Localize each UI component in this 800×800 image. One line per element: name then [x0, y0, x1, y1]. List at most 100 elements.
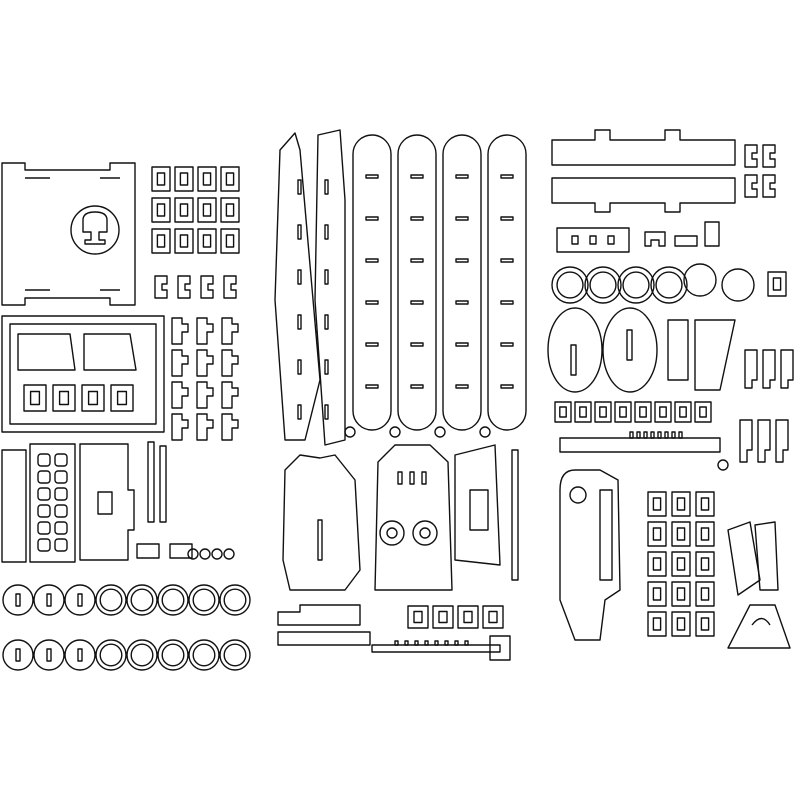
- track-slot: [500, 384, 514, 389]
- pin-bar: [159, 445, 167, 523]
- track-slot: [365, 300, 379, 305]
- axle-tooth: [404, 640, 409, 646]
- slot-tab-piece: [174, 197, 194, 223]
- slot-tab-piece: [647, 551, 667, 577]
- track-arm-left: [274, 132, 321, 441]
- arm-slot: [297, 224, 302, 240]
- disc-part: [33, 639, 65, 671]
- slot-tab-piece: [671, 521, 691, 547]
- slot-tab-piece: [52, 384, 76, 412]
- slot-hole: [463, 610, 473, 624]
- ring-inner-cut: [223, 643, 247, 667]
- slot-tab-piece: [457, 605, 479, 629]
- hinge-part: [221, 413, 239, 441]
- hinge-part: [775, 419, 789, 463]
- track-slot: [455, 300, 469, 305]
- rail-tooth: [650, 431, 655, 439]
- slot-tab-piece: [574, 401, 592, 423]
- disc-slot: [46, 593, 52, 607]
- plate-slot: [409, 471, 415, 485]
- disc-part: [2, 584, 34, 616]
- bracket-panel: [79, 443, 135, 561]
- turret-arm: [559, 469, 621, 641]
- track-slot: [500, 174, 514, 179]
- slot-tab-piece: [220, 228, 240, 254]
- hinge-part: [196, 317, 214, 345]
- ring-part: [157, 584, 189, 616]
- slot-hole: [179, 172, 189, 186]
- track-slot: [365, 384, 379, 389]
- long-bar-top: [551, 129, 736, 166]
- track-link-chain: [487, 134, 527, 431]
- slot-hole: [438, 610, 448, 624]
- clip-part: [762, 174, 776, 198]
- slot-tab-piece: [695, 581, 715, 607]
- hinge-part: [780, 349, 794, 389]
- slot-hole: [699, 406, 707, 418]
- slot-tab-piece: [174, 166, 194, 192]
- ring-part: [219, 584, 251, 616]
- slot-hole: [116, 390, 128, 406]
- track-slot: [455, 342, 469, 347]
- slot-tab-piece: [151, 228, 171, 254]
- slot-hole: [676, 527, 686, 541]
- slot-tab-piece: [647, 581, 667, 607]
- sprocket-hub: [386, 527, 398, 539]
- side-strip: [1, 449, 27, 563]
- slot-hole: [676, 497, 686, 511]
- track-slot: [500, 300, 514, 305]
- triangle-arch-cut: [751, 617, 771, 626]
- vent-slot: [37, 487, 51, 501]
- slot-hole: [652, 497, 662, 511]
- wedge-plate: [754, 521, 779, 591]
- gear-blank: [683, 263, 717, 297]
- hinge-part: [196, 413, 214, 441]
- track-slot: [365, 258, 379, 263]
- right-parts-panel: [547, 129, 794, 649]
- slot-tab-piece: [432, 605, 454, 629]
- u-clip: [644, 231, 666, 247]
- track-slot: [410, 384, 424, 389]
- ring-part: [584, 266, 622, 304]
- axle-tooth: [454, 640, 459, 646]
- slot-hole: [700, 617, 710, 631]
- track-slot: [365, 216, 379, 221]
- slot-hole: [202, 203, 212, 217]
- small-clip: [169, 543, 193, 559]
- vent-slot: [54, 487, 68, 501]
- frame-inner-cut: [9, 323, 157, 425]
- slot-hole: [676, 557, 686, 571]
- arm-slot: [324, 359, 329, 375]
- ring-inner-cut: [130, 643, 154, 667]
- deck-strip: [277, 631, 371, 646]
- round-window: [70, 205, 120, 255]
- support-triangle: [727, 604, 791, 649]
- disc-slot: [77, 593, 83, 607]
- left-parts-panel: [1, 162, 251, 671]
- arm-slot: [297, 269, 302, 285]
- vent-slot: [54, 538, 68, 552]
- vent-slot: [37, 470, 51, 484]
- hinge-part: [221, 349, 239, 377]
- ring-inner-cut: [192, 588, 216, 612]
- deck-bar: [277, 604, 361, 626]
- hinge-part: [221, 381, 239, 409]
- slot-tab-piece: [671, 581, 691, 607]
- disc-part: [64, 639, 96, 671]
- slot-tab-piece: [767, 271, 787, 297]
- ring-part: [126, 584, 158, 616]
- slot-hole: [87, 390, 99, 406]
- slot-hole: [58, 390, 70, 406]
- slot-hole: [202, 234, 212, 248]
- slot-hole: [225, 172, 235, 186]
- hinge-part: [744, 349, 758, 389]
- vent-slot: [37, 504, 51, 518]
- track-slot: [500, 258, 514, 263]
- slot-hole: [156, 172, 166, 186]
- hinge-part: [739, 419, 753, 463]
- ring-inner-cut: [556, 271, 584, 299]
- slot-tab-piece: [594, 401, 612, 423]
- slot-tab-piece: [671, 551, 691, 577]
- bracket-hole: [97, 491, 113, 515]
- clip-part: [762, 144, 776, 168]
